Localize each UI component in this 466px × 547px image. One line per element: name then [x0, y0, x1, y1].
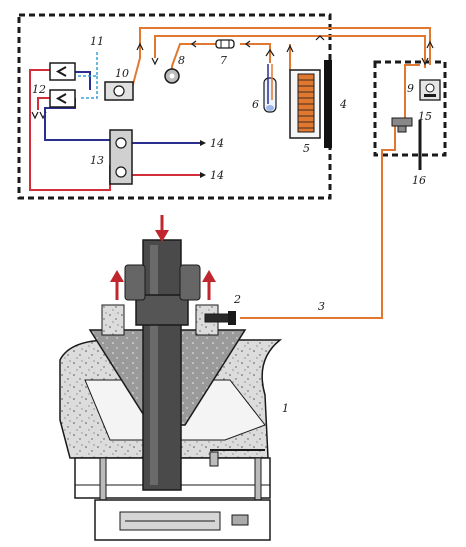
red-up-arrow-icon — [110, 270, 216, 300]
heater-bar-4 — [324, 60, 332, 148]
label-7: 7 — [220, 54, 227, 67]
aux-lines — [78, 52, 98, 99]
label-11: 11 — [90, 35, 104, 48]
label-2: 2 — [233, 293, 241, 306]
flow-arrow-markers — [31, 35, 434, 120]
red-down-arrow-icon — [155, 215, 169, 242]
condensate-trap-6 — [263, 64, 277, 113]
sampling-unit-frame — [373, 60, 447, 157]
valve-block-12 — [49, 62, 76, 108]
output-arrow-upper — [200, 140, 206, 146]
filter-7 — [215, 39, 235, 49]
central-column — [101, 239, 219, 491]
label-8: 8 — [178, 54, 185, 67]
label-13: 13 — [90, 154, 104, 167]
label-5: 5 — [303, 142, 310, 155]
analyzer-13 — [109, 129, 133, 185]
label-15: 15 — [418, 110, 432, 123]
component-15 — [419, 79, 441, 101]
label-3: 3 — [318, 300, 325, 313]
output-arrow-lower — [200, 172, 206, 178]
kiln-1 — [59, 329, 283, 541]
label-16: 16 — [412, 174, 426, 187]
label-1: 1 — [282, 402, 289, 415]
component-10 — [104, 81, 134, 101]
label-12: 12 — [32, 83, 46, 96]
label-4: 4 — [339, 98, 347, 111]
sampling-probe-2 — [204, 311, 236, 325]
label-9: 9 — [407, 82, 414, 95]
label-14-upper: 14 — [210, 137, 224, 150]
cooler-5 — [289, 69, 321, 139]
label-6: 6 — [252, 98, 259, 111]
label-14-lower: 14 — [210, 169, 224, 182]
label-10: 10 — [115, 67, 129, 80]
pump-8 — [164, 68, 180, 84]
labels: 1 2 3 4 5 6 7 8 9 10 11 12 13 14 14 15 1… — [32, 35, 432, 415]
fitting-9 — [391, 117, 413, 133]
